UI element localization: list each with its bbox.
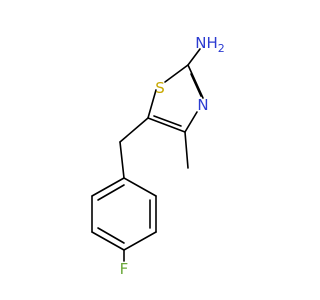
amine-subscript: 2 [218, 42, 225, 55]
bond-ar3-ar4 [123, 231, 157, 251]
bond-ar4-ar5 [91, 231, 125, 251]
amine-label: NH2 [195, 34, 225, 55]
bond-c2-n3 [187, 64, 204, 99]
bond-ar6-ar1 [91, 177, 125, 197]
bond-ch2-aryl [119, 141, 125, 179]
bond-c2-n3-inner [190, 73, 202, 97]
atom-labels: S N NH2 F [120, 34, 225, 278]
bond-c4-c5-inner [153, 115, 182, 127]
molecule-structure: S N NH2 F [91, 34, 225, 278]
fluorine-atom-label: F [120, 260, 129, 278]
bond-n3-c4 [184, 111, 198, 133]
bond-ar6-ar1-inner [97, 184, 125, 201]
bond-ar1-ar2 [123, 177, 157, 197]
bond-ar4-ar5-inner [97, 227, 125, 244]
bond-c2-nh2 [187, 48, 201, 66]
bonds [91, 48, 204, 262]
bond-c4-methyl [184, 131, 189, 169]
bond-c5-ch2 [119, 117, 149, 143]
nitrogen-atom-label: N [197, 96, 208, 114]
sulfur-atom-label: S [155, 79, 165, 97]
amine-nh-text: NH [195, 34, 218, 52]
bond-s-c2 [164, 64, 189, 83]
bond-c5-s [147, 89, 157, 119]
bond-c4-c5 [147, 117, 186, 133]
